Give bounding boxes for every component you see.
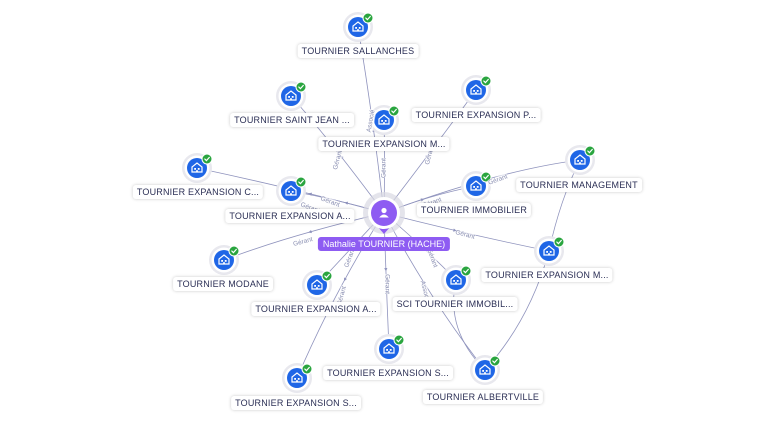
- company-node[interactable]: [369, 105, 400, 135]
- company-node[interactable]: [461, 171, 492, 201]
- building-icon: [574, 154, 586, 165]
- company-node-label[interactable]: TOURNIER IMMOBILIER: [416, 203, 532, 217]
- building-icon: [470, 180, 482, 191]
- check-badge-icon: [228, 245, 240, 257]
- building-icon: [543, 245, 555, 256]
- building-icon: [352, 21, 364, 32]
- company-node[interactable]: [534, 236, 565, 266]
- company-node[interactable]: [182, 153, 213, 183]
- company-node-label[interactable]: TOURNIER EXPANSION S...: [231, 396, 361, 410]
- building-icon: [218, 254, 230, 265]
- check-badge-icon: [362, 12, 374, 24]
- company-node-label[interactable]: TOURNIER SAINT JEAN ...: [230, 113, 354, 127]
- building-icon: [378, 114, 390, 125]
- check-badge-icon: [295, 176, 307, 188]
- edge-arrow-icon: [308, 230, 312, 234]
- node-core: [307, 275, 327, 295]
- check-badge-icon: [321, 270, 333, 282]
- building-icon: [285, 185, 297, 196]
- person-node-label[interactable]: Nathalie TOURNIER (HACHE): [317, 237, 451, 251]
- company-node[interactable]: [209, 245, 240, 275]
- node-core: [187, 158, 207, 178]
- edge-13: [296, 212, 385, 379]
- building-icon: [470, 84, 482, 95]
- node-core: [466, 176, 486, 196]
- company-node[interactable]: [276, 81, 307, 111]
- company-node-label[interactable]: TOURNIER MODANE: [173, 277, 273, 291]
- nodes-layer: [182, 12, 596, 393]
- person-icon: [379, 207, 389, 218]
- check-badge-icon: [393, 334, 405, 346]
- node-core: [539, 241, 559, 261]
- check-badge-icon: [295, 81, 307, 93]
- company-node[interactable]: [276, 176, 307, 206]
- check-badge-icon: [553, 236, 565, 248]
- node-core: [348, 17, 368, 37]
- building-icon: [311, 279, 323, 290]
- company-node-label[interactable]: SCI TOURNIER IMMOBIL...: [392, 297, 518, 311]
- company-node-label[interactable]: TOURNIER EXPANSION A...: [225, 209, 355, 223]
- node-core: [281, 86, 301, 106]
- company-node[interactable]: [374, 334, 405, 364]
- edge-8: [223, 212, 385, 261]
- building-icon: [191, 162, 203, 173]
- company-node-label[interactable]: TOURNIER EXPANSION S...: [323, 366, 453, 380]
- person-node[interactable]: [363, 192, 405, 234]
- company-node-label[interactable]: TOURNIER EXPANSION A...: [251, 302, 381, 316]
- node-core: [379, 339, 399, 359]
- check-badge-icon: [301, 363, 313, 375]
- edge-arrow-icon: [384, 267, 388, 272]
- node-core: [281, 181, 301, 201]
- company-node[interactable]: [461, 75, 492, 105]
- node-core: [287, 368, 307, 388]
- check-badge-icon: [201, 153, 213, 165]
- company-node[interactable]: [470, 355, 501, 385]
- building-icon: [291, 372, 303, 383]
- check-badge-icon: [460, 265, 472, 277]
- check-badge-icon: [480, 75, 492, 87]
- check-badge-icon: [489, 355, 501, 367]
- edge-label: Gérant: [383, 274, 391, 294]
- edge-arrow-icon: [344, 201, 349, 205]
- company-node-label[interactable]: TOURNIER EXPANSION M...: [481, 268, 613, 282]
- node-core: [570, 150, 590, 170]
- edge-14: [383, 212, 486, 371]
- edge-arrow-icon: [343, 277, 347, 282]
- company-node-label[interactable]: TOURNIER EXPANSION C...: [132, 185, 264, 199]
- node-core: [466, 80, 486, 100]
- building-icon: [450, 274, 462, 285]
- edge-label: Gérant: [380, 158, 388, 178]
- building-icon: [383, 343, 395, 354]
- company-node-label[interactable]: TOURNIER MANAGEMENT: [516, 178, 642, 192]
- node-core: [374, 110, 394, 130]
- company-node-label[interactable]: TOURNIER SALLANCHES: [297, 44, 419, 58]
- company-node[interactable]: [302, 270, 333, 300]
- building-icon: [479, 364, 491, 375]
- check-badge-icon: [584, 145, 596, 157]
- node-core: [446, 270, 466, 290]
- company-node-label[interactable]: TOURNIER EXPANSION P...: [411, 108, 541, 122]
- company-node[interactable]: [441, 265, 472, 295]
- check-badge-icon: [388, 105, 400, 117]
- company-node[interactable]: [565, 145, 596, 175]
- company-node-label[interactable]: TOURNIER EXPANSION M...: [318, 137, 450, 151]
- company-node[interactable]: [343, 12, 374, 42]
- building-icon: [285, 90, 297, 101]
- node-core: [214, 250, 234, 270]
- company-node-label[interactable]: TOURNIER ALBERTVILLE: [422, 390, 544, 404]
- node-core: [475, 360, 495, 380]
- company-node[interactable]: [282, 363, 313, 393]
